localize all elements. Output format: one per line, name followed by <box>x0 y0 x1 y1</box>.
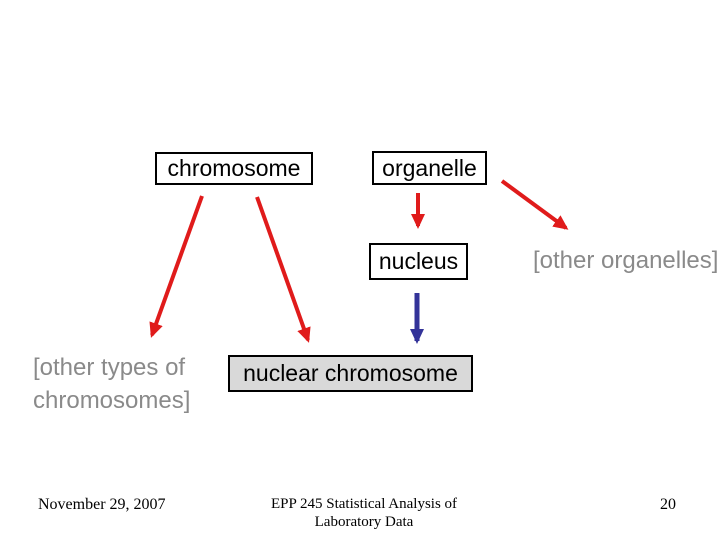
footer-course-line1: EPP 245 Statistical Analysis of <box>270 496 458 512</box>
node-chromosome-label: chromosome <box>167 155 301 181</box>
node-organelle-label: organelle <box>382 154 477 181</box>
arrow-chromosome-to-nuclear-chromosome <box>255 196 311 343</box>
footer-date: November 29, 2007 <box>38 496 166 513</box>
footer-course-line2: Laboratory Data <box>314 514 414 530</box>
node-organelle: organelle <box>372 151 487 185</box>
label-other-types-line1: [other types of <box>33 354 186 381</box>
label-other-types-of-chromosomes: [other types of chromosomes] <box>33 351 190 417</box>
node-nucleus: nucleus <box>369 243 468 280</box>
label-other-organelles-text: [other organelles] <box>533 247 719 274</box>
node-nuclear-chromosome-label: nuclear chromosome <box>243 360 458 386</box>
footer-page-number: 20 <box>660 496 676 513</box>
arrow-organelle-to-other-organelles <box>500 179 569 230</box>
node-chromosome: chromosome <box>155 152 313 185</box>
label-other-types-line2: chromosomes] <box>33 387 191 414</box>
arrow-chromosome-to-other-types <box>149 195 204 338</box>
node-nucleus-label: nucleus <box>378 248 459 274</box>
footer-course-title: EPP 245 Statistical Analysis of Laborato… <box>234 495 494 531</box>
node-nuclear-chromosome: nuclear chromosome <box>228 355 473 392</box>
label-other-organelles: [other organelles] <box>533 244 718 277</box>
